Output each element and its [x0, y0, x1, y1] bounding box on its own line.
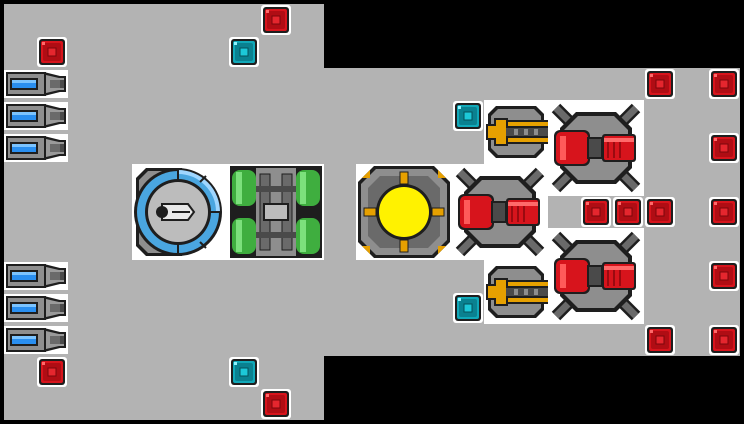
red-armor-block-icon[interactable]: [580, 196, 612, 228]
red-armor-block-icon[interactable]: [260, 388, 292, 420]
red-armor-block-icon[interactable]: [644, 324, 676, 356]
red-armor-block-icon[interactable]: [260, 4, 292, 36]
cyan-armor-block-icon[interactable]: [228, 356, 260, 388]
cyan-armor-block-icon[interactable]: [452, 100, 484, 132]
red-armor-block-icon[interactable]: [644, 196, 676, 228]
red-cannon-turret-icon[interactable]: [548, 100, 644, 196]
command-core-shield-icon[interactable]: [132, 164, 228, 260]
cyan-armor-block-icon[interactable]: [228, 36, 260, 68]
red-cannon-turret-icon[interactable]: [548, 228, 644, 324]
red-armor-block-icon[interactable]: [708, 324, 740, 356]
cyan-armor-block-icon[interactable]: [452, 292, 484, 324]
gold-railgun-icon[interactable]: [484, 100, 548, 164]
red-cannon-turret-icon[interactable]: [452, 164, 548, 260]
red-armor-block-icon[interactable]: [708, 196, 740, 228]
gold-railgun-icon[interactable]: [484, 260, 548, 324]
blue-thruster-icon[interactable]: [4, 260, 68, 292]
red-armor-block-icon[interactable]: [644, 68, 676, 100]
yellow-reactor-icon[interactable]: [356, 164, 452, 260]
green-engine-icon[interactable]: [228, 164, 324, 260]
red-armor-block-icon[interactable]: [708, 68, 740, 100]
red-armor-block-icon[interactable]: [36, 356, 68, 388]
red-armor-block-icon[interactable]: [612, 196, 644, 228]
blue-thruster-icon[interactable]: [4, 68, 68, 100]
blue-thruster-icon[interactable]: [4, 100, 68, 132]
red-armor-block-icon[interactable]: [36, 36, 68, 68]
blue-thruster-icon[interactable]: [4, 132, 68, 164]
red-armor-block-icon[interactable]: [708, 132, 740, 164]
blue-thruster-icon[interactable]: [4, 324, 68, 356]
red-armor-block-icon[interactable]: [708, 260, 740, 292]
blue-thruster-icon[interactable]: [4, 292, 68, 324]
